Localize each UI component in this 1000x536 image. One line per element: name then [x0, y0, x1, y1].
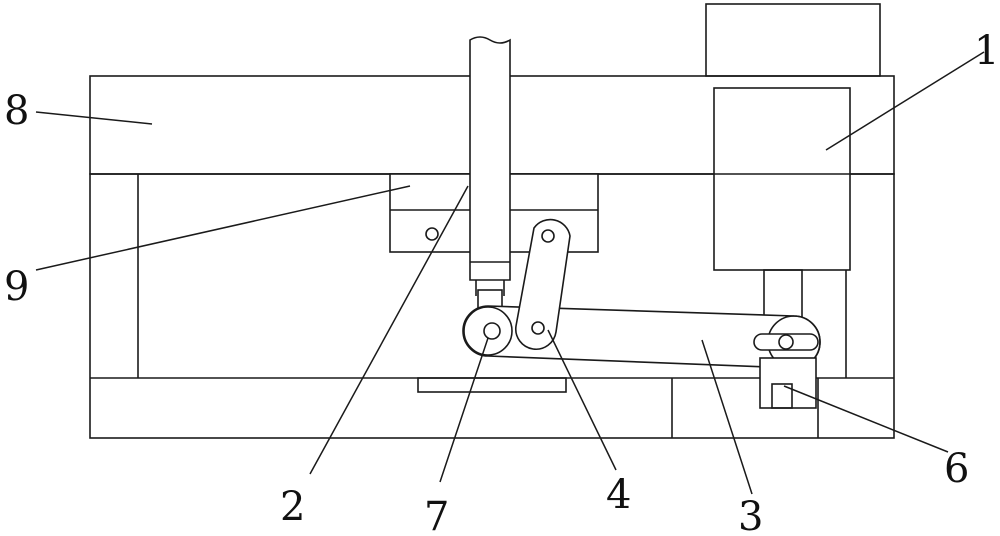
callout-4: 4 — [606, 472, 631, 518]
clamp-insert — [771, 383, 793, 409]
lever-left-boss — [463, 306, 513, 356]
link-bar — [514, 218, 571, 350]
clamp-block — [759, 357, 817, 409]
link-top-pin — [541, 229, 555, 243]
leader-7 — [439, 337, 489, 483]
leader-6 — [783, 385, 949, 453]
leader-1 — [825, 51, 985, 151]
leader-4 — [547, 329, 617, 471]
callout-6: 6 — [944, 446, 969, 492]
pin-7 — [483, 322, 501, 340]
callout-8: 8 — [4, 88, 29, 134]
callout-7: 7 — [424, 494, 449, 536]
link-bottom-pin — [531, 321, 545, 335]
callout-3: 3 — [738, 494, 763, 536]
slot-pin — [778, 334, 794, 350]
top-housing — [705, 3, 881, 77]
leader-8 — [35, 111, 153, 125]
leader-2 — [309, 185, 469, 475]
callout-1: 1 — [974, 28, 999, 74]
leader-9 — [35, 185, 411, 271]
callout-9: 9 — [4, 264, 29, 310]
base-pad — [417, 377, 567, 393]
vertical-rod — [469, 36, 511, 281]
callout-2: 2 — [280, 484, 305, 530]
actuator-box — [713, 87, 851, 271]
leader-3 — [701, 339, 753, 495]
bracket-pin — [425, 227, 439, 241]
